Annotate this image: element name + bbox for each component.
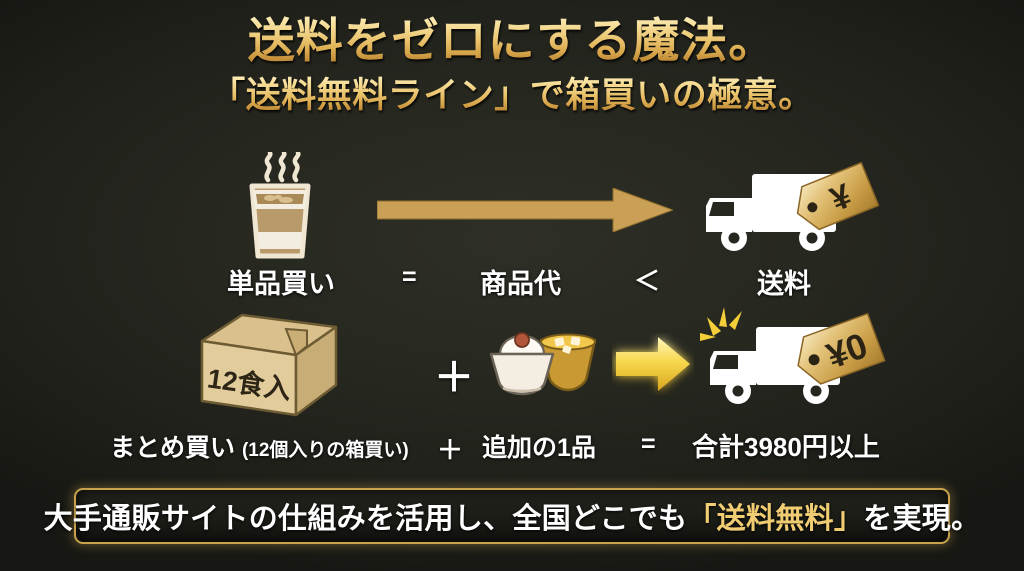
- label-bulk-main: まとめ買い: [110, 434, 236, 462]
- label-bulk-purchase: まとめ買い (12個入りの箱買い): [110, 428, 409, 464]
- operator-plus-icons: ＋: [434, 356, 474, 400]
- cardboard-box-icon: 12食入: [196, 311, 342, 419]
- banner-text-after: を実現。: [863, 503, 981, 535]
- delivery-truck-free-shipping-icon: ¥0: [696, 305, 894, 415]
- delivery-truck-yen-tag-icon: ¥: [700, 158, 890, 262]
- title-block: 送料をゼロにする魔法。 「送料無料ライン」で箱買いの極意。: [0, 14, 1024, 118]
- page-title: 送料をゼロにする魔法。: [0, 14, 1024, 71]
- glowing-arrow-right-icon: [612, 333, 694, 395]
- banner-text-highlight: 「送料無料」: [687, 503, 864, 535]
- operator-less-than: ＜: [634, 266, 661, 296]
- banner-text: 大手通販サイトの仕組みを活用し、全国どこでも「送料無料」を実現。: [44, 495, 981, 537]
- label-single-purchase: 単品買い: [227, 269, 335, 299]
- arrow-right-icon: [376, 187, 675, 233]
- coffee-cup-icon: [232, 150, 328, 260]
- page-subtitle: 「送料無料ライン」で箱買いの極意。: [0, 74, 1024, 118]
- label-extra-item: 追加の1品: [482, 434, 596, 462]
- operator-plus-row2: ＋: [437, 435, 464, 465]
- rice-bowl-miso-soup-icon: [483, 322, 601, 398]
- label-bulk-sub: (12個入りの箱買い): [241, 440, 409, 461]
- operator-equals-row2: =: [641, 430, 656, 458]
- label-total-threshold: 合計3980円以上: [692, 432, 880, 462]
- label-product-price: 商品代: [480, 269, 561, 299]
- sparkle-rays: [700, 307, 742, 341]
- label-shipping-fee: 送料: [757, 269, 811, 299]
- operator-equals-row1: =: [402, 263, 417, 291]
- bottom-banner: 大手通販サイトの仕組みを活用し、全国どこでも「送料無料」を実現。: [44, 488, 980, 544]
- banner-text-before: 大手通販サイトの仕組みを活用し、全国どこでも: [43, 503, 688, 535]
